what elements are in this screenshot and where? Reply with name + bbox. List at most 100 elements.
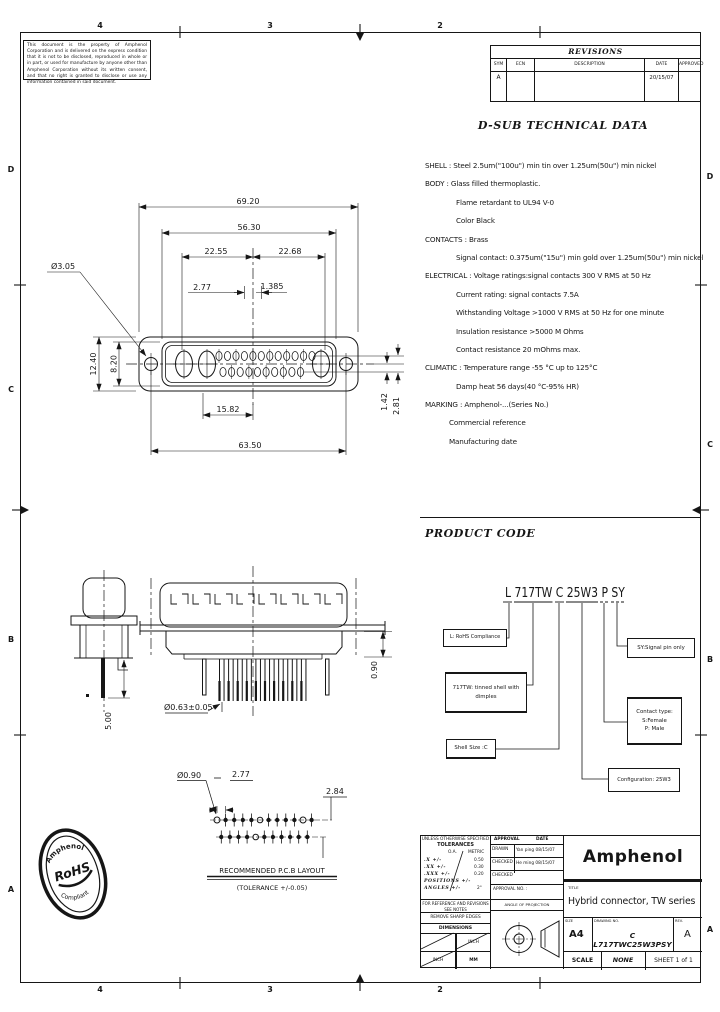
zone-right-d: D: [706, 172, 714, 181]
svg-text:Compliant: Compliant: [58, 884, 92, 907]
approval-row-drawn: DRAWN Yan ping 08/15/07: [491, 845, 564, 860]
rohs-stamp: Amphenol RoHS Compliant: [38, 828, 108, 920]
tech-line: Color Black: [456, 216, 495, 226]
pcb-hole-dia: Ø0.90: [177, 770, 201, 780]
tech-data-list: SHELL : Steel 2.5um("100u") min tin over…: [425, 161, 703, 455]
dimensions-label: DIMENSIONS: [421, 923, 491, 933]
title-block: UNLESS OTHERWISE SPECIFIED TOLERANCES O.…: [420, 835, 702, 970]
dim-left-span: 22.55: [205, 247, 228, 256]
zone-right-a: A: [706, 925, 714, 934]
zone-right-b: B: [706, 655, 714, 664]
rev-header-date: DATE: [645, 59, 679, 71]
tech-line: Current rating: signal contacts 7.5A: [456, 289, 579, 299]
revisions-table: REVISIONS SYM ECN DESCRIPTION DATE APPRO…: [490, 45, 703, 102]
tolerance-col-oa: O.A.: [448, 850, 457, 855]
section-divider: [420, 517, 701, 518]
tolerance-heading: UNLESS OTHERWISE SPECIFIED: [421, 837, 490, 842]
rev-header-description: DESCRIPTION: [535, 59, 645, 71]
tolerance-col-metric: METRIC: [468, 850, 485, 855]
scale-value: NONE: [601, 952, 646, 970]
tol-value: 2°: [477, 886, 482, 891]
size-cell: SIZE A4: [564, 918, 593, 952]
rev-row-date: 20/15/07: [645, 72, 679, 101]
tol-label: .XXX +/-: [424, 872, 451, 877]
callout-configuration: Configuration: 25W3: [608, 768, 680, 792]
rear-pins: [202, 658, 330, 701]
role-label: CHECKED: [492, 873, 513, 878]
role-value: He ming 08/15/07: [516, 861, 555, 866]
tech-line: Damp heat 56 days(40 °C-95% HR): [456, 381, 579, 391]
zone-right-c: C: [707, 440, 713, 449]
rev-value: A: [684, 929, 691, 940]
tech-line: ELECTRICAL : Voltage ratings:signal cont…: [425, 271, 651, 281]
tech-line: Flame retardant to UL94 V-0: [456, 197, 554, 207]
callout-contact-type: Contact type: S:Female P: Male: [627, 697, 682, 745]
tech-line: Commercial reference: [449, 418, 526, 428]
scale-label: SCALE: [564, 952, 602, 970]
rev-row-description: [535, 72, 645, 101]
front-view-dim-labels: 69.20 56.30 22.55 22.68 2.77 1.385 Ø3.05…: [51, 197, 401, 450]
callout-rohs: L: RoHS Compliance: [443, 629, 507, 647]
rev-label: REV.: [675, 919, 683, 923]
zone-bottom-2: 2: [437, 985, 443, 994]
zone-left-a: A: [7, 885, 15, 894]
projection-symbol-area: [491, 910, 564, 969]
tech-line: CONTACTS : Brass: [425, 234, 489, 244]
zone-bottom-3: 3: [267, 985, 273, 994]
stamp-rohs-text: RoHS: [52, 859, 92, 885]
zone-left-b: B: [7, 635, 15, 644]
date-label: DATE: [536, 837, 549, 842]
drawing-no-value: C L717TWC25W3PSY: [593, 931, 672, 949]
projection-label: ANGLE OF PROJECTION: [491, 899, 564, 910]
title-block-linework: [420, 850, 489, 967]
scale-row: SCALE NONE SHEET 1 of 1: [564, 951, 702, 970]
rev-header-sym: SYM: [491, 59, 507, 71]
tech-line: Insulation resistance >5000 M Ohms: [456, 326, 584, 336]
contact-type-line: S:Female: [642, 717, 667, 724]
disclaimer-note: This document is the property of Ampheno…: [23, 40, 151, 85]
dim-row-gap: 2.81: [392, 397, 401, 415]
rev-cell: REV. A: [673, 918, 702, 952]
dim-row-offset: 1.42: [380, 393, 389, 411]
dim-mount-hole: Ø3.05: [51, 261, 75, 271]
zone-top-4: 4: [97, 21, 103, 30]
callout-717tw: 717TW: tinned shell with dimples: [445, 672, 527, 713]
front-view: [126, 248, 374, 406]
dims-cell: [421, 933, 456, 951]
tech-line: MARKING : Amphenol-...(Series No.): [425, 400, 549, 410]
company-logo-area: Amphenol: [564, 836, 702, 882]
number-row: SIZE A4 DRAWING NO. C L717TWC25W3PSY REV…: [564, 917, 702, 952]
dims-cell: INCH: [421, 951, 456, 969]
dim-tail: 0.90: [370, 661, 379, 679]
rev-row-sym: A: [491, 72, 507, 101]
rev-header-ecn: ECN: [507, 59, 535, 71]
tech-line: Withstanding Voltage >1000 V RMS at 50 H…: [456, 308, 665, 318]
tol-value: 0.50: [474, 858, 484, 863]
tol-label: .X +/-: [424, 858, 442, 863]
tech-line: Manufacturing date: [449, 436, 517, 446]
contact-tails: [170, 593, 343, 605]
dim-shell-width: 56.30: [238, 223, 261, 232]
pcb-row-offset: 2.84: [326, 787, 344, 796]
rev-row-ecn: [507, 72, 535, 101]
drawing-no-label: DRAWING NO.: [594, 919, 620, 923]
signal-contacts-top: [215, 349, 316, 363]
role-label: DRAWN: [491, 845, 515, 860]
approval-row-checked1: CHECKED He ming 08/15/07: [491, 858, 564, 873]
centering-arrows: [21, 33, 700, 982]
approval-label: APPROVAL: [494, 837, 520, 842]
zone-bottom-4: 4: [97, 985, 103, 994]
notes-band: FOR REFERENCE AND REVISIONS SEE NOTES: [421, 899, 491, 912]
callout-sy: SY:Signal pin only: [627, 638, 695, 658]
dims-cell: INCH: [456, 933, 491, 951]
product-code-connectors: [496, 601, 627, 780]
tol-label: .XX +/-: [424, 865, 446, 870]
signal-contacts-bottom: [219, 365, 304, 379]
drawing-no-cell: DRAWING NO. C L717TWC25W3PSY: [592, 918, 674, 952]
tech-line: BODY : Glass filled thermoplastic.: [425, 179, 541, 189]
pcb-row2: [219, 830, 310, 844]
contact-type-line: P: Male: [644, 726, 665, 733]
dims-cell: MM: [456, 951, 491, 969]
